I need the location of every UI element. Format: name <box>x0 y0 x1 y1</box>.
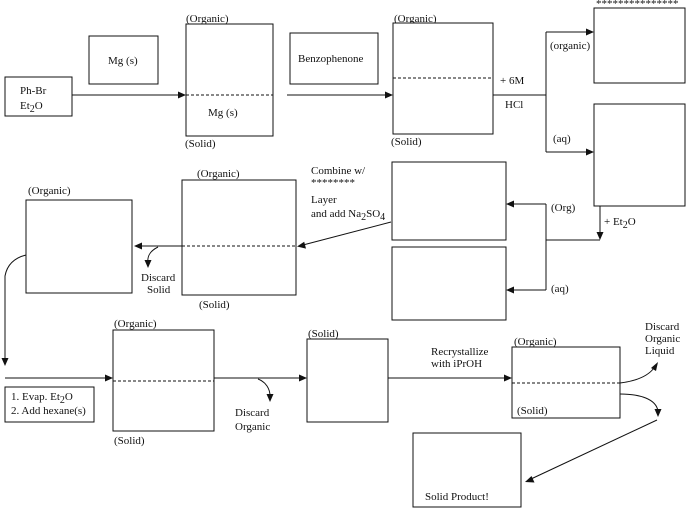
organic-word-label: Organic <box>235 421 270 433</box>
product-curve <box>619 393 659 412</box>
discard-label: Discard <box>235 407 270 419</box>
organic-label: (Organic) <box>197 168 240 180</box>
row1-arrows <box>72 28 594 156</box>
product-arrow-line <box>530 419 658 480</box>
aqueous-box <box>593 103 686 207</box>
arrow-head <box>504 374 512 382</box>
solid-label: (Solid) <box>185 138 216 150</box>
solid-label: (Solid) <box>308 328 339 340</box>
arrow-head <box>654 409 662 417</box>
arrow-head <box>266 394 274 402</box>
recrystallize-label: Recrystallize <box>431 346 489 358</box>
organic-lc-label: (organic) <box>550 40 590 52</box>
evap-down-line <box>4 254 27 359</box>
crude-solid-box: (Solid) <box>306 328 389 423</box>
arrow-head <box>105 374 113 382</box>
arrow-head <box>1 358 9 366</box>
hcl-label: HCl <box>505 99 523 111</box>
na2so4-label: and add Na2SO4 <box>311 208 385 223</box>
arrow-head <box>525 476 535 483</box>
benzophenone-box: Benzophenone <box>289 32 379 85</box>
drying-flask: (Organic) (Solid) <box>181 168 297 311</box>
combine-label: Combine w/ <box>311 165 366 177</box>
mg-solid-label: Mg (s) <box>208 107 238 119</box>
discard-label: Discard <box>645 321 680 333</box>
org-label: (Org) <box>551 202 576 214</box>
organic-label: (Organic) <box>514 336 557 348</box>
solid-product-box: Solid Product! <box>412 432 522 508</box>
arrow-head <box>297 241 306 249</box>
solid-label: (Solid) <box>199 299 230 311</box>
layer-label: Layer <box>311 194 337 206</box>
six-m-label: + 6M <box>500 75 524 87</box>
discard-liquid-curve <box>619 367 655 384</box>
organic-word-label: Organic <box>645 333 680 345</box>
organic-label: (Organic) <box>394 13 437 25</box>
arrow-head <box>299 374 307 382</box>
arrow-head <box>506 286 514 294</box>
organic-label: (Organic) <box>114 318 157 330</box>
liquid-word-label: Liquid <box>645 345 675 357</box>
grignard-flask: (Organic) Mg (s) (Solid) <box>185 13 274 150</box>
trituration-flask: (Organic) (Solid) <box>112 318 215 447</box>
et2o-label: Et2O <box>20 100 43 115</box>
benzophenone-label: Benzophenone <box>298 53 363 65</box>
solid-word-label: Solid <box>147 284 171 296</box>
arrow-head <box>651 362 658 371</box>
combine-arrow-line <box>302 221 392 246</box>
organic-label: (Organic) <box>28 185 71 197</box>
arrow-head <box>506 200 514 208</box>
recrystallization-flask: (Organic) (Solid) <box>511 336 621 419</box>
solid-label: (Solid) <box>391 136 422 148</box>
add-hexane-label: 2. Add hexane(s) <box>11 405 86 417</box>
stars-mid-label: ******** <box>311 177 355 189</box>
phbr-label: Ph-Br <box>20 85 47 97</box>
aq-label: (aq) <box>553 133 571 145</box>
evap-hexane-box: 1. Evap. Et2O 2. Add hexane(s) <box>4 386 95 423</box>
stars-top-label: *************** <box>596 0 679 10</box>
aq-extract-box <box>391 246 507 321</box>
reaction-flask: (Organic) (Solid) <box>391 13 494 148</box>
filtrate-flask: (Organic) <box>25 185 133 294</box>
with-iproh-label: with iPrOH <box>431 358 482 370</box>
solid-label: (Solid) <box>517 405 548 417</box>
arrow-head <box>596 232 604 240</box>
discard-organic-curve <box>257 378 271 397</box>
arrow-head <box>144 260 152 268</box>
organic-label: (Organic) <box>186 13 229 25</box>
plus-et2o-label: + Et2O <box>604 216 636 231</box>
org-extract-box <box>391 161 507 241</box>
solid-product-label: Solid Product! <box>425 491 489 503</box>
evap-label: 1. Evap. Et2O <box>11 391 73 406</box>
discard-label: Discard <box>141 272 176 284</box>
phbr-et2o-box: Ph-Br Et2O <box>4 76 73 117</box>
organic-product-box <box>593 7 686 84</box>
arrow-head <box>134 242 142 250</box>
solid-label: (Solid) <box>114 435 145 447</box>
mg-reagent-label: Mg (s) <box>108 55 138 67</box>
aq-label-2: (aq) <box>551 283 569 295</box>
mg-reagent-box: Mg (s) <box>88 35 159 85</box>
